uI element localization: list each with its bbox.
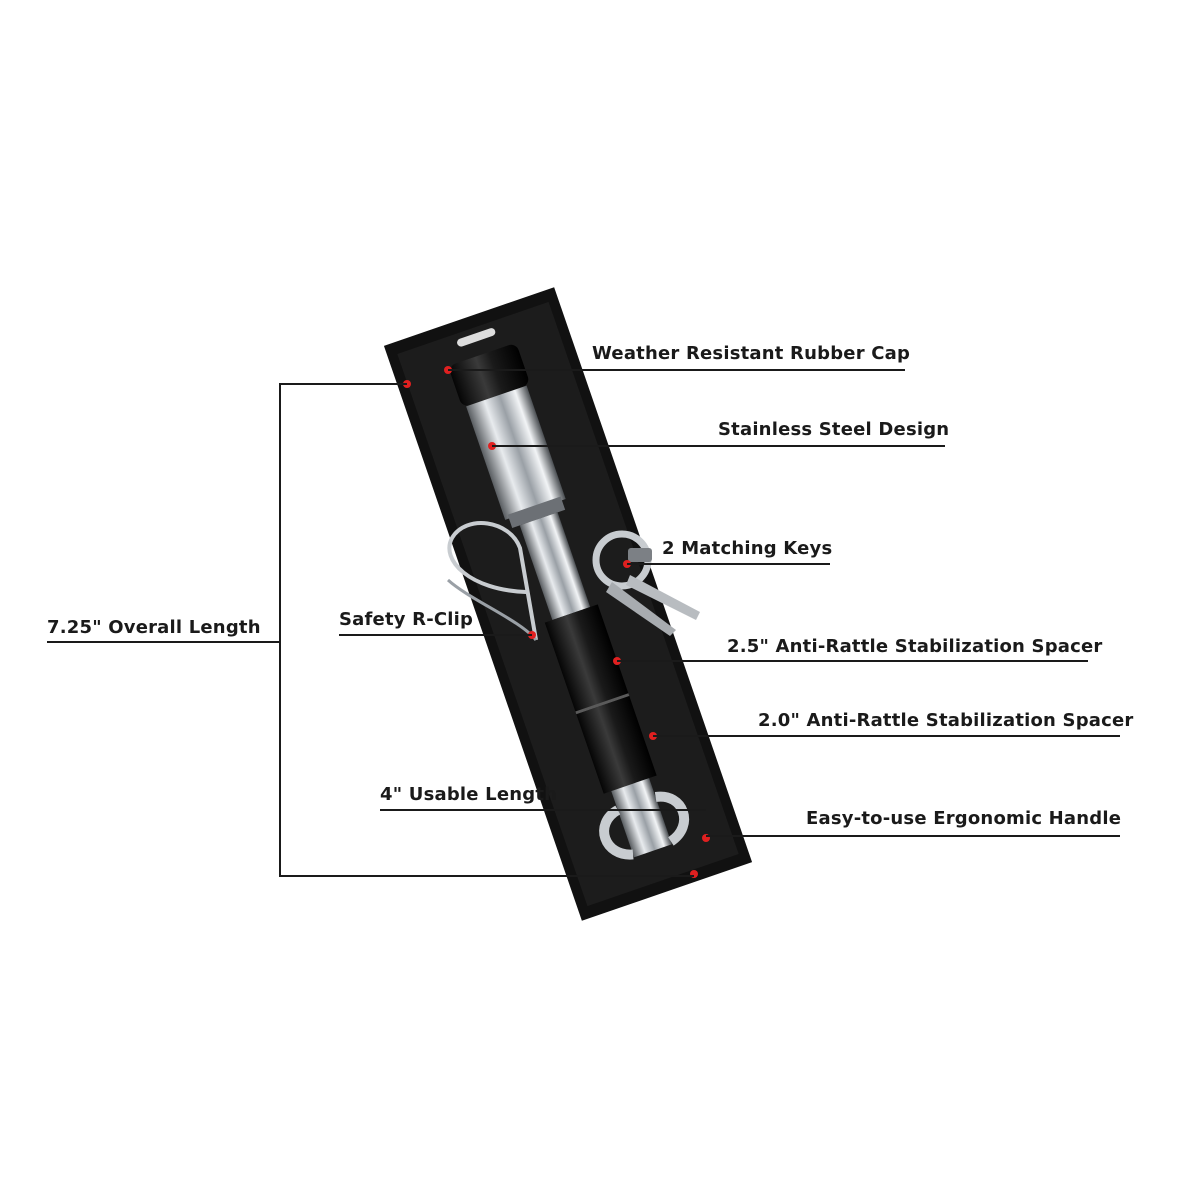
callout-stainless-steel: Stainless Steel Design [718,419,950,440]
r-clip [447,521,538,641]
leader-lines [47,369,1120,877]
callout-matching-keys: 2 Matching Keys [662,538,833,559]
lock-barrel [466,385,566,520]
callout-usable-length: 4" Usable Length [380,784,558,805]
pin-handle [611,778,672,858]
hitch-pin-assembly [450,344,690,860]
callout-rubber-cap: Weather Resistant Rubber Cap [592,343,911,364]
leader-overall-top [279,383,694,877]
rubber-cap [450,344,529,406]
callout-overall-length: 7.25" Overall Length [47,617,261,638]
spacer-2-5 [544,604,629,714]
pin-shaft [519,512,591,620]
keys [592,530,700,636]
callout-ergonomic-handle: Easy-to-use Ergonomic Handle [806,808,1122,829]
callout-spacer-2-0: 2.0" Anti-Rattle Stabilization Spacer [758,710,1134,731]
callout-safety-r-clip: Safety R-Clip [339,609,474,630]
callout-spacer-2-5: 2.5" Anti-Rattle Stabilization Spacer [727,636,1103,657]
spacer-2-0 [576,696,657,794]
card-hang-hole [457,328,496,347]
